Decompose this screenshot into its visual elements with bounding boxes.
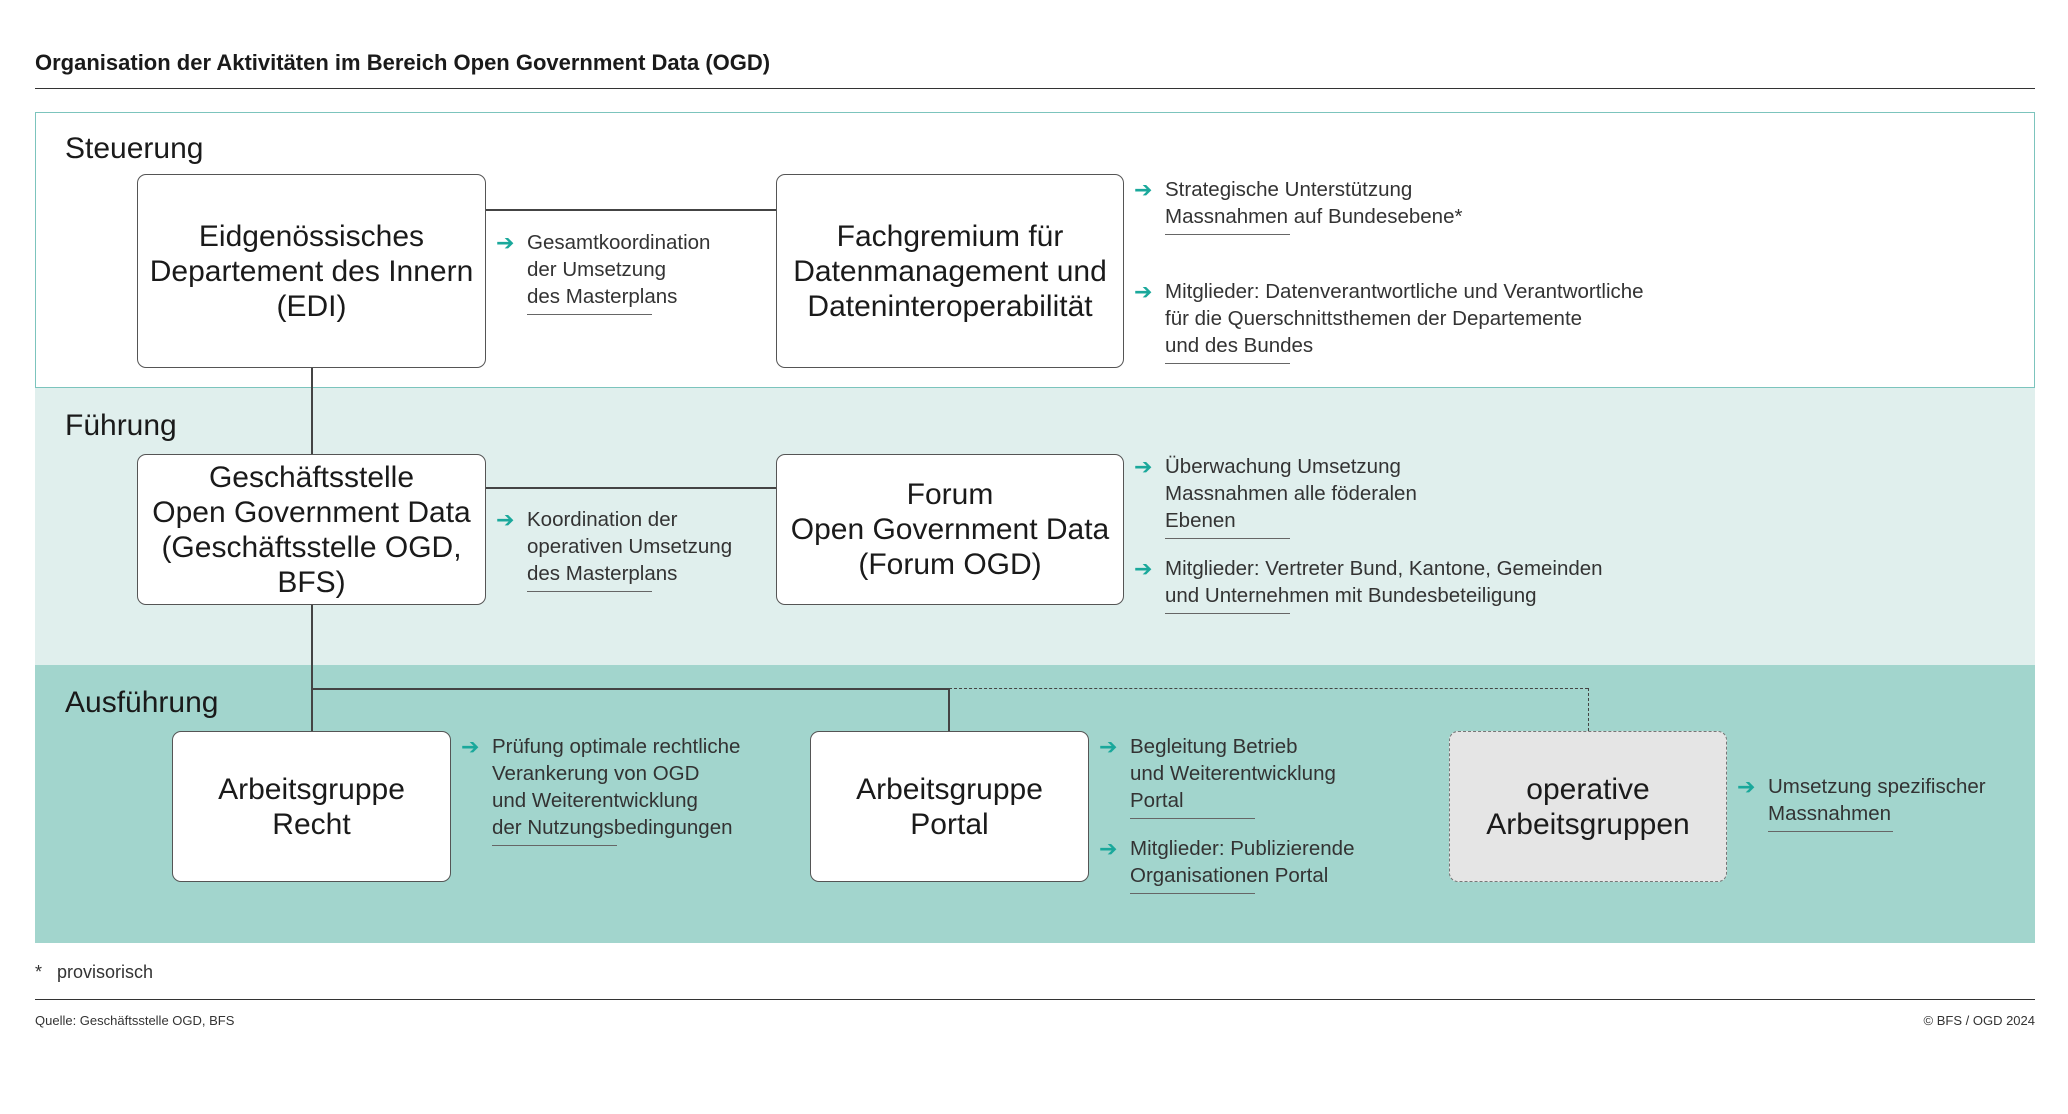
box-ag-recht: Arbeitsgruppe Recht — [172, 731, 451, 882]
title-divider — [35, 88, 2035, 89]
note-underline — [1130, 818, 1255, 819]
arrow-right-icon: ➔ — [1099, 734, 1118, 759]
box-edi-label: Eidgenössisches Departement des Innern (… — [149, 219, 474, 323]
band-label-fuehrung: Führung — [65, 409, 177, 442]
connector-edi-geschaeftsstelle — [311, 368, 313, 454]
connector-geschaeftsstelle-down — [311, 605, 313, 731]
arrow-right-icon: ➔ — [496, 507, 515, 532]
note-underline — [527, 591, 652, 592]
band-label-ausfuehrung: Ausführung — [65, 686, 219, 719]
note-underline — [1165, 234, 1290, 235]
arrow-right-icon: ➔ — [461, 734, 480, 759]
page-title: Organisation der Aktivitäten im Bereich … — [35, 50, 771, 75]
box-ag-recht-label: Arbeitsgruppe Recht — [218, 772, 405, 841]
note-underline — [527, 314, 652, 315]
note-underline — [1165, 538, 1290, 539]
box-operative-arbeitsgruppen: operative Arbeitsgruppen — [1449, 731, 1727, 882]
arrow-right-icon: ➔ — [1134, 279, 1153, 304]
note-umsetzung: ➔ Umsetzung spezifischer Massnahmen — [1737, 773, 1986, 832]
arrow-right-icon: ➔ — [1134, 454, 1153, 479]
box-forum-label: Forum Open Government Data (Forum OGD) — [790, 478, 1110, 581]
arrow-right-icon: ➔ — [496, 230, 515, 255]
note-mitglieder-forum: ➔ Mitglieder: Vertreter Bund, Kantone, G… — [1134, 555, 1603, 614]
connector-dashed-horizontal — [949, 688, 1588, 689]
note-strategische: ➔ Strategische Unterstützung Massnahmen … — [1134, 176, 1462, 235]
box-geschaeftsstelle-label: Geschäftsstelle Open Government Data (Ge… — [152, 460, 471, 599]
arrow-right-icon: ➔ — [1737, 774, 1756, 799]
note-underline — [1165, 613, 1290, 614]
box-edi: Eidgenössisches Departement des Innern (… — [137, 174, 486, 368]
note-mitglieder-fachgremium: ➔ Mitglieder: Datenverantwortliche und V… — [1134, 278, 1644, 364]
arrow-right-icon: ➔ — [1134, 556, 1153, 581]
connector-ag-portal — [948, 688, 950, 731]
note-pruefung: ➔ Prüfung optimale rechtliche Verankerun… — [461, 733, 740, 846]
footer-divider — [35, 999, 2035, 1000]
note-ueberwachung: ➔ Überwachung Umsetzung Massnahmen alle … — [1134, 453, 1417, 539]
footnote: * provisorisch — [35, 962, 154, 982]
note-underline — [1768, 831, 1893, 832]
note-underline — [492, 845, 617, 846]
copyright: © BFS / OGD 2024 — [1923, 1013, 2035, 1028]
box-geschaeftsstelle: Geschäftsstelle Open Government Data (Ge… — [137, 454, 486, 605]
note-begleitung: ➔ Begleitung Betrieb und Weiterentwicklu… — [1099, 733, 1336, 819]
note-koordination: ➔ Koordination der operativen Umsetzung … — [496, 506, 732, 592]
source-note: Quelle: Geschäftsstelle OGD, BFS — [35, 1013, 235, 1028]
note-mitglieder-portal: ➔ Mitglieder: Publizierende Organisation… — [1099, 835, 1354, 894]
connector-dashed-operative — [1588, 688, 1589, 731]
note-gesamtkoordination: ➔ Gesamtkoordination der Umsetzung des M… — [496, 229, 710, 315]
connector-geschaeftsstelle-forum — [485, 487, 777, 489]
box-fachgremium-label: Fachgremium für Datenmanagement und Date… — [793, 219, 1107, 323]
band-label-steuerung: Steuerung — [65, 132, 204, 165]
connector-edi-fachgremium — [485, 209, 777, 211]
box-forum: Forum Open Government Data (Forum OGD) — [776, 454, 1124, 605]
arrow-right-icon: ➔ — [1099, 836, 1118, 861]
note-underline — [1130, 893, 1255, 894]
box-ag-portal: Arbeitsgruppe Portal — [810, 731, 1089, 882]
box-ag-portal-label: Arbeitsgruppe Portal — [856, 772, 1043, 841]
box-fachgremium: Fachgremium für Datenmanagement und Date… — [776, 174, 1124, 368]
connector-horizontal-ausfuehrung — [311, 688, 949, 690]
arrow-right-icon: ➔ — [1134, 177, 1153, 202]
box-operative-label: operative Arbeitsgruppen — [1486, 772, 1690, 841]
note-underline — [1165, 363, 1290, 364]
